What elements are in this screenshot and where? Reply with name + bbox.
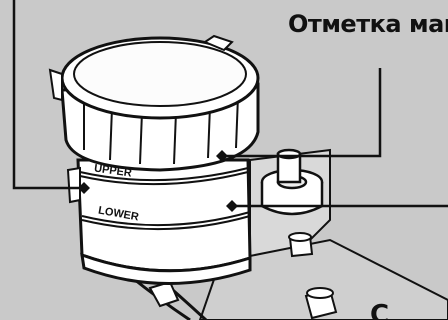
max-mark-callout: Отметка мак bbox=[288, 10, 448, 38]
bottom-callout-fragment: С bbox=[370, 300, 389, 320]
reservoir-cap bbox=[62, 36, 258, 170]
